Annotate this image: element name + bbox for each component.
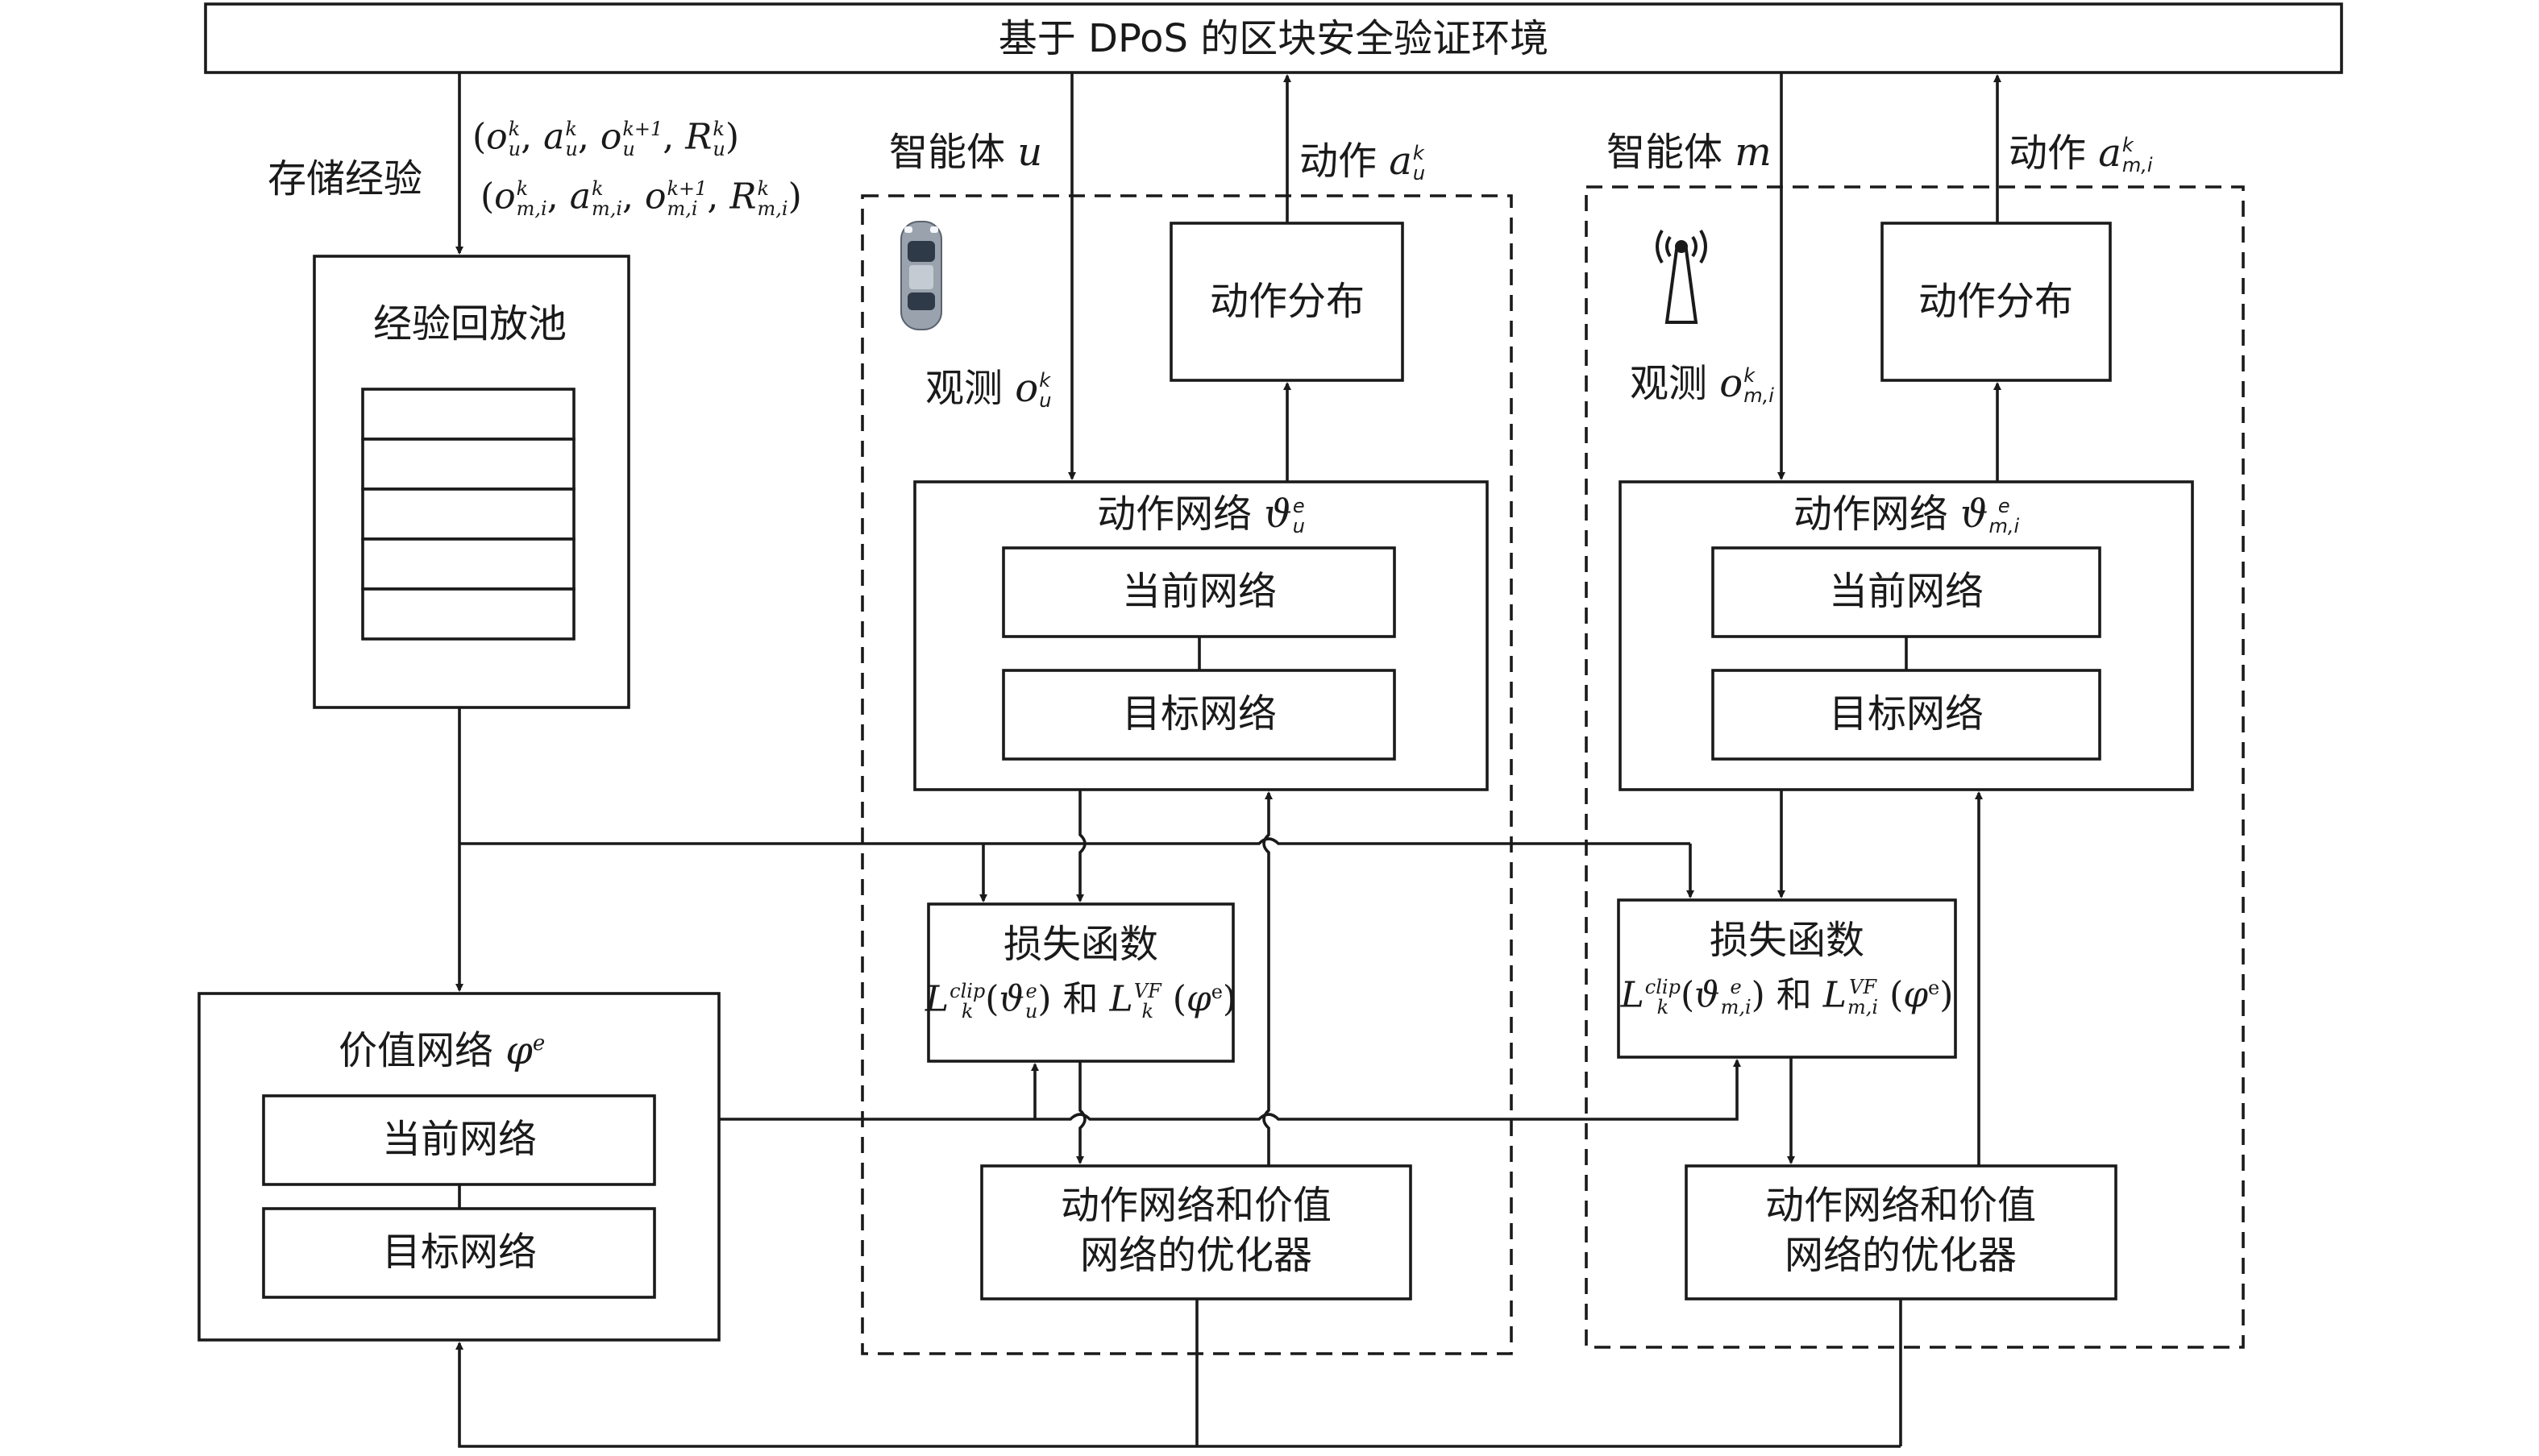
optimizer-to-value-arrow: [455, 1342, 1901, 1448]
agent-u-optimizer-box: [980, 1164, 1412, 1300]
agent-m-current-label: 当前网络: [1828, 569, 1984, 614]
agent-m-region: [1585, 185, 2245, 1349]
agent-u-region: [861, 194, 1513, 1355]
agent-m-target-box: [1711, 669, 2101, 761]
agent-u-loss-box: [927, 902, 1235, 1063]
replay-pool-title: 经验回放池: [372, 301, 567, 346]
agent-m-dist-label: 动作分布: [1918, 279, 2074, 324]
agent-u-target-box: [1002, 669, 1396, 761]
agent-m-optimizer-box: [1685, 1164, 2117, 1300]
agent-m-loss-box: [1617, 898, 1957, 1059]
value-target-box: [262, 1207, 656, 1299]
agent-u-optimizer-label: 动作网络和价值网络的优化器: [1060, 1183, 1332, 1279]
store-experience-label: 存储经验: [268, 156, 423, 201]
agent-m-loss-title: 损失函数: [1709, 918, 1865, 963]
value-target-label: 目标网络: [381, 1230, 538, 1275]
antenna-tower-icon: [1656, 229, 1707, 324]
agent-u-dist-box: [1170, 222, 1404, 382]
agent-m-current-box: [1711, 546, 2101, 638]
agent-u-dist-label: 动作分布: [1209, 279, 1365, 324]
agent-u-current-box: [1002, 546, 1396, 638]
environment-title: 基于 DPoS 的区块安全验证环境: [998, 16, 1549, 61]
agent-m-dist-box: [1880, 222, 2112, 382]
agent-m-optimizer-label: 动作网络和价值网络的优化器: [1764, 1183, 2037, 1279]
value-current-label: 当前网络: [381, 1117, 538, 1162]
environment-box: [204, 2, 2343, 74]
agent-m-title: 智能体 m: [1606, 130, 1772, 175]
car-icon: [900, 221, 942, 330]
agent-u-loss-title: 损失函数: [1003, 922, 1159, 967]
agent-u-title: 智能体 u: [889, 130, 1043, 175]
replay-pool-slots: [361, 388, 576, 641]
agent-m-target-label: 目标网络: [1828, 691, 1984, 736]
agent-u-target-label: 目标网络: [1121, 691, 1278, 736]
value-network-title: 价值网络 φe: [339, 1028, 546, 1073]
agent-u-current-label: 当前网络: [1121, 569, 1278, 614]
